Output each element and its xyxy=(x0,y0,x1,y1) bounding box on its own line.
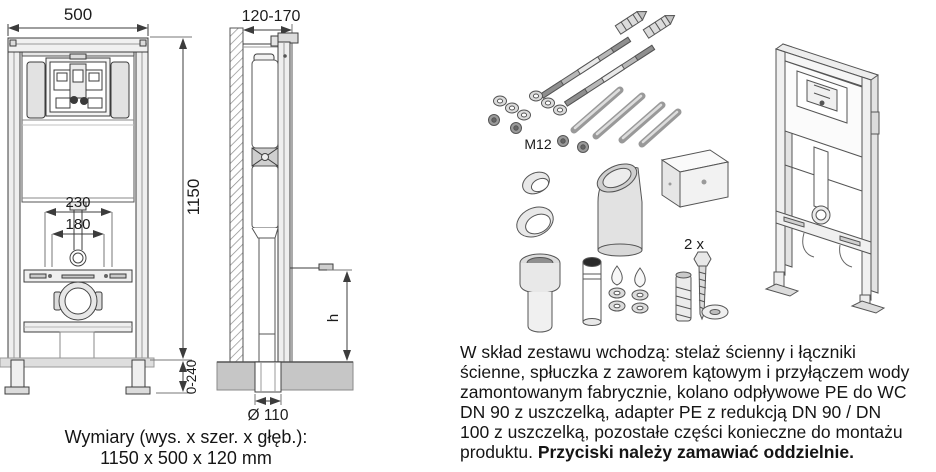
foot-adjust-dim-label: 0-240 xyxy=(184,360,199,395)
description-line: ścienne, spłuczka z zaworem kątowym i pr… xyxy=(460,362,910,382)
drain-elbow-icon xyxy=(596,163,643,257)
pipe-cap-icon xyxy=(516,206,554,238)
screw-qty-label: 2 x xyxy=(684,236,705,253)
frame-front-view-drawing: 500 1150 230 180 0-240 xyxy=(0,5,203,395)
cap-washer-set-icon xyxy=(608,265,649,314)
drain-diameter-dim-label: Ø 110 xyxy=(247,407,288,424)
anchor-plug-icon xyxy=(642,14,676,39)
description-line: W skład zestawu wchodzą: stelaż ścienny … xyxy=(460,342,856,362)
description-line: DN 90 z uszczelką, adapter PE z redukcją… xyxy=(460,402,882,422)
dimensions-caption: Wymiary (wys. x szer. x głęb.): 1150 x 5… xyxy=(28,427,344,468)
wall-plug-icon xyxy=(675,271,692,322)
kit-parts-drawing: M12 2 x xyxy=(488,10,730,333)
washer-set-icon xyxy=(493,90,567,121)
adapter-icon xyxy=(519,253,561,333)
connection-pipes-icon xyxy=(570,86,682,148)
mount-inner-dim-label: 180 xyxy=(65,216,90,233)
nut-set-icon xyxy=(488,114,589,153)
screw-icon xyxy=(693,251,712,321)
washer-icon xyxy=(701,304,729,320)
frame-isometric-drawing xyxy=(764,43,886,314)
mount-width-dim-label: 230 xyxy=(65,194,90,211)
dimensions-caption-line1: Wymiary (wys. x szer. x głęb.): xyxy=(64,427,308,447)
pipe-cap-icon xyxy=(522,171,550,195)
front-width-dim-label: 500 xyxy=(64,5,92,24)
frame-side-view-drawing: 120-170 h Ø 110 xyxy=(216,8,354,424)
tube-with-cap-icon xyxy=(582,257,602,326)
description-bold-note: Przyciski należy zamawiać oddzielnie. xyxy=(537,442,854,462)
dimensions-caption-line2: 1150 x 500 x 120 mm xyxy=(100,447,272,468)
protection-box-icon xyxy=(660,149,730,208)
description-line: 100 z uszczelką, pozostałe części koniec… xyxy=(460,422,903,442)
description-last-line-normal: produktu. xyxy=(460,442,538,462)
install-height-dim-label: h xyxy=(325,314,342,322)
side-depth-dim-label: 120-170 xyxy=(242,8,301,25)
description-last-line: produktu. Przyciski należy zamawiać oddz… xyxy=(460,442,936,462)
nut-size-label: M12 xyxy=(524,136,551,152)
front-height-dim-label: 1150 xyxy=(184,179,203,216)
anchor-plug-icon xyxy=(614,10,648,35)
threaded-rod-icon xyxy=(563,44,656,107)
kit-description: W skład zestawu wchodzą: stelaż ścienny … xyxy=(460,342,936,462)
description-line: zamontowanym fabrycznie, kolano odpływow… xyxy=(460,382,907,402)
